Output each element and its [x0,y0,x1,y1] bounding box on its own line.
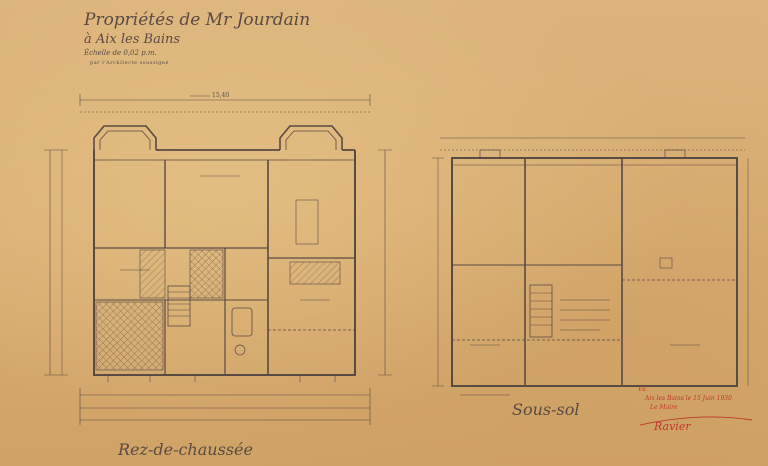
basement-plan [432,137,749,387]
ground-floor-label: Rez-de-chaussée [118,440,253,459]
basement-label: Sous-sol [512,400,580,419]
approval-vu: Vu [638,386,646,393]
drawing-location: à Aix les Bains [84,32,181,47]
mayor-signature: Ravier [654,420,691,433]
architect-note: par l'Architecte soussigné [90,60,169,66]
dimension-ticks [120,95,700,396]
approval-date: Aix les Bains le 15 Juin 1930 [645,395,732,402]
scale-note: Échelle de 0,02 p.m. [84,49,157,57]
drawing-title: Propriétés de Mr Jourdain [84,10,311,30]
signature-flourish [639,416,753,426]
ground-floor-plan [44,94,392,425]
overall-width-dimension: 15,40 [212,92,230,99]
approval-mayor: Le Maire [650,404,678,411]
